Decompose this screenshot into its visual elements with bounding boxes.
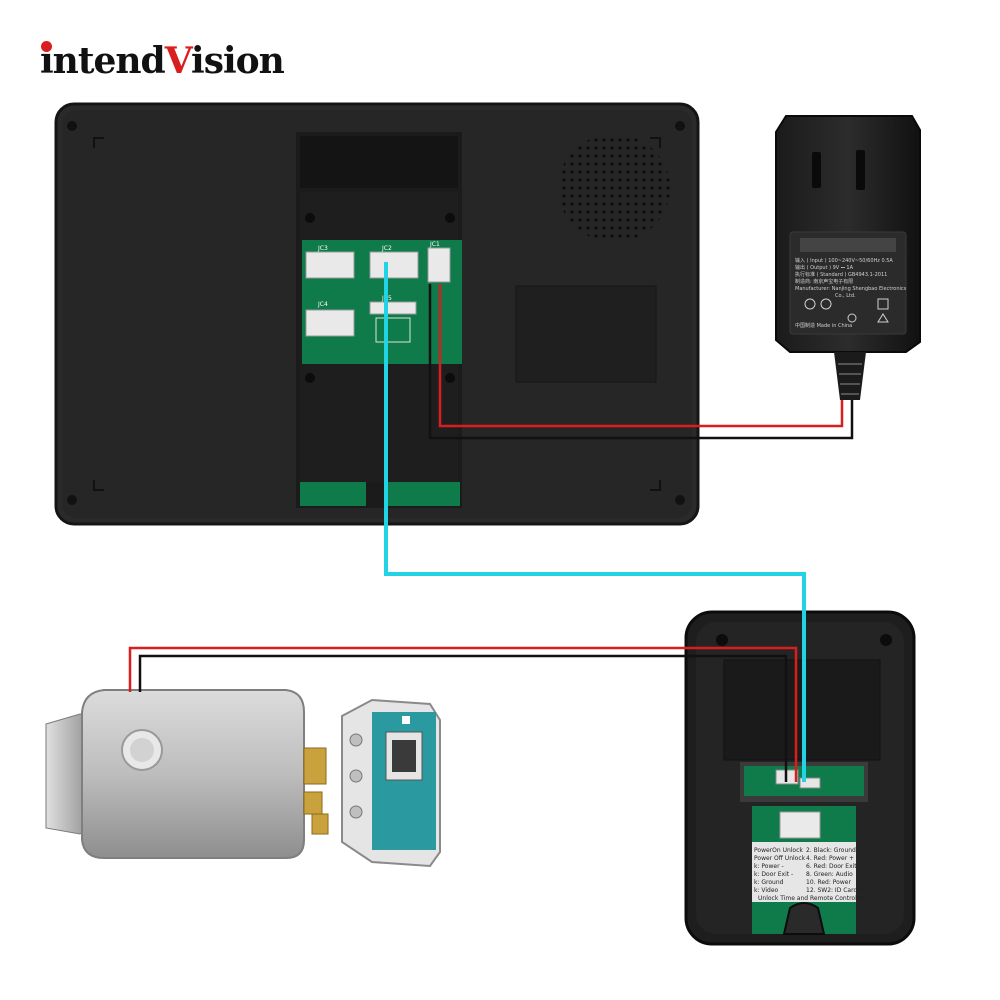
- doorbell-pin-label: 4. Red: Power +: [806, 855, 854, 862]
- doorbell-pin-label: k: Door Exit -: [754, 871, 793, 878]
- monitor-power-connector: [427, 247, 451, 283]
- logo-text-ision: ision: [191, 40, 285, 82]
- pcb-label: JC1: [429, 241, 440, 248]
- brand-logo: intendVision: [40, 40, 285, 82]
- doorbell-pin-label: k: Power -: [754, 863, 784, 870]
- adapter-label-line: 输入 ( Input ) 100~240V~50/60Hz 0.5A: [795, 257, 893, 264]
- power-wire-red: [438, 284, 844, 428]
- adapter-label-line: 输出 ( Output ) 9V ⎓ 1A: [795, 264, 854, 271]
- doorbell-pin-label: 6. Red: Door Exit +: [806, 863, 864, 870]
- doorbell-pin-label: k: Video: [754, 887, 779, 894]
- speaker-grill: [558, 134, 670, 242]
- power-adapter: 输入 ( Input ) 100~240V~50/60Hz 0.5A 输出 ( …: [775, 115, 921, 400]
- doorbell-unit: PowerOn Unlock Power Off Unlock k: Power…: [684, 610, 916, 946]
- adapter-label-line: 制造商: 南京声宝电子有限: [795, 278, 853, 285]
- doorbell-pin-label: Power Off Unlock: [754, 855, 806, 862]
- power-wire-black: [428, 284, 854, 440]
- doorbell-pin-label: PowerOn Unlock: [754, 847, 803, 854]
- doorbell-pin-label: 8. Green: Audio: [806, 871, 853, 878]
- monitor-back: JC3 JC2 JC1 JC4 JC5: [54, 102, 700, 526]
- doorbell-pin-label: k: Ground: [754, 879, 784, 886]
- lock-wire-black: [138, 654, 788, 782]
- wires: [128, 262, 854, 782]
- adapter-label-line: Manufacturer: Nanjing Shengbao Electroni…: [795, 286, 907, 292]
- electric-lock: [45, 689, 329, 859]
- monitor-connector: [305, 251, 355, 279]
- logo-dot-icon: [41, 41, 52, 52]
- doorbell-pin-label: 2. Black: Ground: [806, 847, 856, 854]
- monitor-terminal: [369, 301, 417, 315]
- logo-text-v: V: [164, 40, 192, 82]
- strike-plate: [341, 698, 441, 868]
- doorbell-pin-label: 10. Red: Power: [806, 879, 851, 886]
- adapter-label-line: Co., Ltd.: [835, 293, 856, 299]
- pcb-label: JC2: [381, 245, 392, 252]
- monitor-connector: [369, 251, 419, 279]
- signal-wire-cyan: [384, 262, 806, 782]
- pcb-label: JC3: [317, 245, 328, 252]
- monitor-connector: [305, 309, 355, 337]
- doorbell-pin-label: Unlock Time and Remote Controller: [758, 895, 865, 902]
- adapter-label-line: 中国制造 Made in China: [795, 322, 852, 329]
- logo-text-intend: intend: [40, 40, 166, 82]
- lock-wire-red: [128, 646, 798, 782]
- pcb-label: JC4: [317, 301, 328, 308]
- adapter-label-line: 执行标准 ( Standard ) GB4943.1-2011: [795, 271, 887, 278]
- doorbell-pin-label: 12. SW2: ID Card Re: [806, 887, 867, 894]
